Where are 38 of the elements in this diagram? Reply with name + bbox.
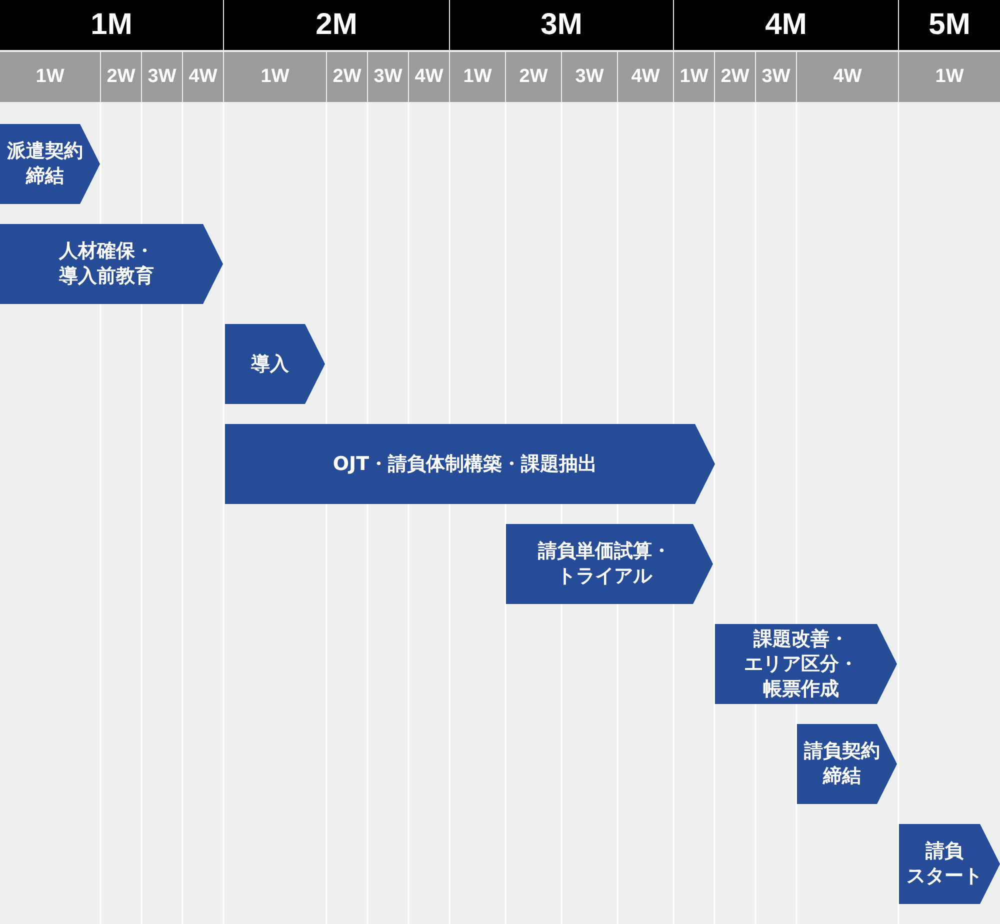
step-label: 導入 <box>251 352 289 376</box>
step-label: 請負単価試算・トライアル <box>538 539 671 589</box>
week-header: 3W <box>756 52 796 102</box>
gantt-task-bar <box>506 524 713 604</box>
week-header: 1W <box>0 52 100 102</box>
gantt-task-bar <box>715 624 897 704</box>
week-header: 4W <box>183 52 223 102</box>
week-header: 3W <box>368 52 408 102</box>
week-header: 4W <box>618 52 673 102</box>
week-header: 4W <box>797 52 898 102</box>
week-header: 1W <box>224 52 326 102</box>
month-header: 5M <box>899 0 1000 50</box>
gantt-task-bar <box>225 324 325 404</box>
week-header: 4W <box>409 52 449 102</box>
week-header: 2W <box>327 52 367 102</box>
month-header: 3M <box>450 0 673 50</box>
step-label: 請負スタート <box>906 839 982 889</box>
step-label: 請負契約締結 <box>804 739 880 789</box>
week-header: 2W <box>101 52 141 102</box>
step-label: 課題改善・エリア区分・帳票作成 <box>744 626 858 702</box>
week-header: 1W <box>450 52 505 102</box>
step-label: 派遣契約締結 <box>7 139 83 189</box>
week-header: 1W <box>674 52 714 102</box>
week-header: 3W <box>562 52 617 102</box>
gantt-task-bar <box>899 824 1000 904</box>
step-label: OJT・請負体制構築・課題抽出 <box>332 452 598 476</box>
week-header: 1W <box>899 52 1000 102</box>
month-header: 1M <box>0 0 223 50</box>
month-header: 2M <box>224 0 449 50</box>
week-header: 3W <box>142 52 182 102</box>
gantt-task-bar <box>0 224 223 304</box>
gantt-task-bar <box>797 724 897 804</box>
week-header: 2W <box>506 52 561 102</box>
step-label: 人材確保・導入前教育 <box>59 239 154 289</box>
gantt-task-bar <box>225 424 715 504</box>
week-header: 2W <box>715 52 755 102</box>
gantt-task-bar <box>0 124 100 204</box>
month-header: 4M <box>674 0 898 50</box>
